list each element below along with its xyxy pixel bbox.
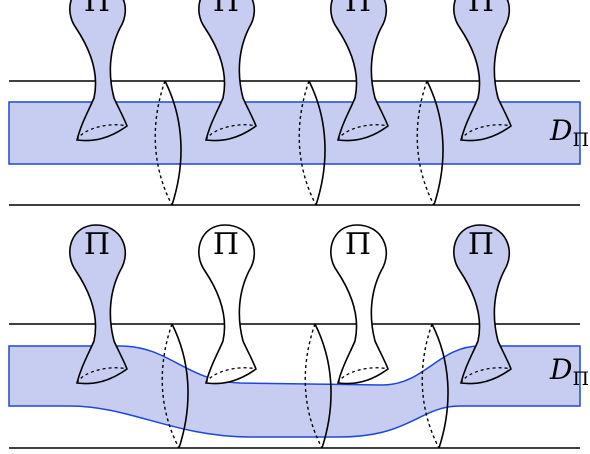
top-handle: Π <box>330 0 389 142</box>
bottom-handle: Π <box>453 224 512 385</box>
bottom-handle: Π <box>198 224 257 385</box>
bottom-handle-base-circle <box>205 367 257 384</box>
bottom-handle: Π <box>69 224 128 385</box>
top-handle-label: Π <box>84 0 110 19</box>
top-handle-base-circle <box>337 124 389 141</box>
top-handle-label: Π <box>345 0 371 19</box>
top-handle: Π <box>453 0 512 142</box>
top-cross-section-disk <box>154 80 182 206</box>
bottom-cross-section-disk <box>161 323 189 449</box>
top-cross-section-disk <box>298 80 326 206</box>
top-panel: Π Π Π Π DΠ <box>8 0 589 206</box>
top-handle-base-circle <box>460 124 512 141</box>
top-handle-base-circle <box>205 124 257 141</box>
bottom-handle-base-circle <box>337 367 389 384</box>
top-band-label: DΠ <box>549 114 589 151</box>
top-handle-base-circle <box>76 124 128 141</box>
top-cross-section-disk <box>416 80 444 206</box>
bottom-cross-section-disk <box>421 323 449 449</box>
top-handle: Π <box>69 0 128 142</box>
bottom-handle-label: Π <box>345 227 371 262</box>
bottom-handle-label: Π <box>213 227 239 262</box>
bottom-band <box>8 345 581 438</box>
top-handle-label: Π <box>213 0 239 19</box>
bottom-handle-label: Π <box>84 227 110 262</box>
top-handle-label: Π <box>468 0 494 19</box>
top-handle: Π <box>198 0 257 142</box>
bottom-band-label: DΠ <box>549 353 589 390</box>
bottom-handle: Π <box>330 224 389 385</box>
bottom-handle-base-circle <box>460 367 512 384</box>
bottom-handle-base-circle <box>76 367 128 384</box>
bottom-handle-label: Π <box>468 227 494 262</box>
bottom-cross-section-disk <box>304 323 332 449</box>
bottom-panel: Π Π Π Π DΠ <box>8 224 589 449</box>
